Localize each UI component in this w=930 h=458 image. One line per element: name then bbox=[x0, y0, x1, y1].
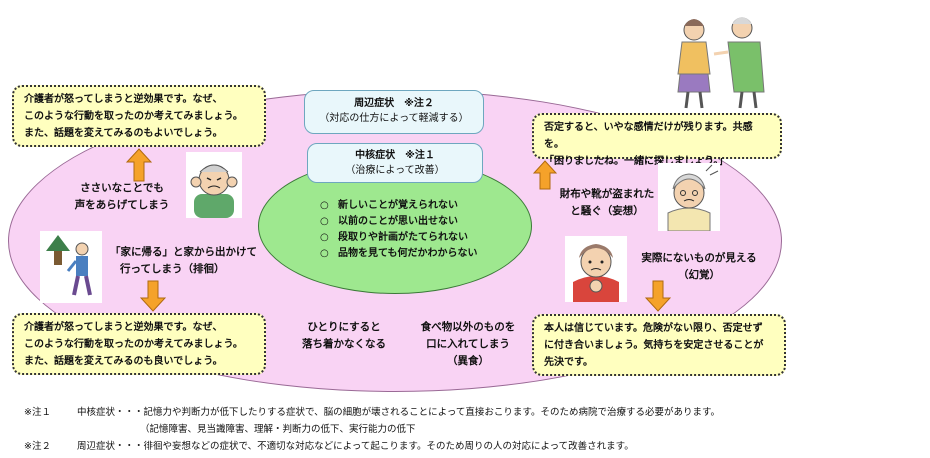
symptom-delusion-theft: 財布や靴が盗まれた と騒ぐ（妄想） bbox=[548, 186, 666, 220]
symptom-line: 口に入れてしまう bbox=[426, 338, 510, 350]
elderly-woman-illustration bbox=[658, 163, 720, 231]
symptom-hallucination: 実際にないものが見える （幻覚） bbox=[634, 250, 764, 284]
core-item: ○ 品物を見ても何だかわからない bbox=[320, 246, 478, 262]
footnote-1-sub: （記憶障害、見当識障害、理解・判断力の低下、実行能力の低下 bbox=[140, 422, 416, 438]
symptom-line: 財布や靴が盗まれた bbox=[559, 188, 655, 200]
core-subtitle: （治療によって改善） bbox=[345, 165, 445, 176]
note-bottom-left: 介護者が怒ってしまうと逆効果です。なぜ、 このような行動を取ったのか考えてみまし… bbox=[12, 313, 266, 375]
peripheral-title-box: 周辺症状 ※注２ （対応の仕方によって軽減する） bbox=[304, 90, 484, 134]
core-title-box: 中核症状 ※注１ （治療によって改善） bbox=[307, 143, 483, 183]
two-elderly-women-illustration bbox=[677, 17, 765, 109]
symptom-line: （異食） bbox=[447, 355, 489, 367]
symptom-shouting: ささいなことでも 声をあらげてしまう bbox=[62, 180, 182, 214]
arrow-down-icon bbox=[140, 280, 166, 312]
symptom-line: ひとりにすると bbox=[307, 321, 381, 333]
core-item-text: 品物を見ても何だかわからない bbox=[338, 248, 478, 259]
core-item: ○ 新しいことが覚えられない bbox=[320, 198, 478, 214]
note-line: 介護者が怒ってしまうと逆効果です。なぜ、 bbox=[24, 322, 223, 333]
footnote-2: ※注２ 周辺症状・・・徘徊や妄想などの症状で、不適切な対応などによって起こります… bbox=[24, 439, 634, 455]
core-item-text: 以前のことが思い出せない bbox=[338, 216, 458, 227]
note-line: 「困りましたね。一緒に探しましょう。」 bbox=[544, 156, 729, 167]
core-item-text: 新しいことが覚えられない bbox=[338, 200, 458, 211]
note-bottom-right: 本人は信じています。危険がない限り、否定せず に付き合いましょう。気持ちを安定さ… bbox=[532, 314, 786, 376]
symptom-line: と騒ぐ（妄想） bbox=[570, 205, 644, 217]
note-line: 否定すると、いやな感情だけが残ります。共感を。 bbox=[544, 122, 753, 150]
symptom-wandering: 「家に帰る」と家から出かけて 行ってしまう（排徊） bbox=[110, 244, 280, 278]
footnote-mark: ※注２ bbox=[24, 441, 51, 452]
symptom-pica: 食べ物以外のものを 口に入れてしまう （異食） bbox=[408, 319, 528, 370]
note-line: 本人は信じています。危険がない限り、否定せず bbox=[544, 323, 763, 334]
angry-man-illustration bbox=[186, 152, 242, 218]
arrow-up-icon bbox=[533, 160, 557, 190]
wandering-man-illustration bbox=[40, 231, 102, 303]
symptom-line: 食べ物以外のものを bbox=[420, 321, 516, 333]
arrow-up-icon bbox=[126, 148, 152, 182]
bullet-mark: ○ bbox=[320, 216, 329, 227]
symptom-line: 行ってしまう（排徊） bbox=[120, 263, 225, 275]
footnote-text: 中核症状・・・記憶力や判断力が低下したりする症状で、脳の細胞が壊されることによっ… bbox=[77, 407, 720, 418]
footnote-1: ※注１ 中核症状・・・記憶力や判断力が低下したりする症状で、脳の細胞が壊されるこ… bbox=[24, 405, 720, 421]
note-line: また、話題を変えてみるのも良いでしょう。 bbox=[24, 356, 223, 367]
arrow-down-icon bbox=[645, 280, 671, 312]
peripheral-subtitle: （対応の仕方によって軽減する） bbox=[319, 113, 469, 124]
bullet-mark: ○ bbox=[320, 200, 329, 211]
core-item: ○ 以前のことが思い出せない bbox=[320, 214, 478, 230]
bullet-mark: ○ bbox=[320, 248, 329, 259]
note-line: に付き合いましょう。気持ちを安定させることが bbox=[544, 340, 764, 351]
core-item: ○ 段取りや計画がたてられない bbox=[320, 230, 478, 246]
symptom-restless-alone: ひとりにすると 落ち着かなくなる bbox=[296, 319, 392, 353]
footnote-text: （記憶障害、見当識障害、理解・判断力の低下、実行能力の低下 bbox=[140, 424, 416, 435]
core-title: 中核症状 ※注１ bbox=[355, 150, 435, 161]
note-top-right: 否定すると、いやな感情だけが残ります。共感を。 「困りましたね。一緒に探しましょ… bbox=[532, 113, 782, 167]
symptom-line: ささいなことでも bbox=[80, 182, 164, 194]
note-line: このような行動を取ったのか考えてみましょう。 bbox=[24, 339, 243, 350]
peripheral-title: 周辺症状 ※注２ bbox=[354, 98, 434, 109]
worried-woman-illustration bbox=[565, 236, 627, 302]
core-item-text: 段取りや計画がたてられない bbox=[338, 232, 468, 243]
symptom-line: 落ち着かなくなる bbox=[302, 338, 386, 350]
symptom-line: 「家に帰る」と家から出かけて bbox=[110, 246, 257, 258]
note-line: また、話題を変えてみるのもよいでしょう。 bbox=[24, 128, 223, 139]
note-line: 介護者が怒ってしまうと逆効果です。なぜ、 bbox=[24, 94, 223, 105]
core-symptom-list: ○ 新しいことが覚えられない ○ 以前のことが思い出せない ○ 段取りや計画がたてられ… bbox=[320, 198, 478, 262]
footnote-text: 周辺症状・・・徘徊や妄想などの症状で、不適切な対応などによって起こります。そのた… bbox=[77, 441, 634, 452]
symptom-line: （幻覚） bbox=[678, 269, 720, 281]
note-top-left: 介護者が怒ってしまうと逆効果です。なぜ、 このような行動を取ったのか考えてみまし… bbox=[12, 85, 266, 147]
note-line: 先決です。 bbox=[544, 357, 593, 368]
bullet-mark: ○ bbox=[320, 232, 329, 243]
symptom-line: 声をあらげてしまう bbox=[74, 199, 170, 211]
note-line: このような行動を取ったのか考えてみましょう。 bbox=[24, 111, 243, 122]
footnote-mark: ※注１ bbox=[24, 407, 51, 418]
symptom-line: 実際にないものが見える bbox=[641, 252, 757, 264]
